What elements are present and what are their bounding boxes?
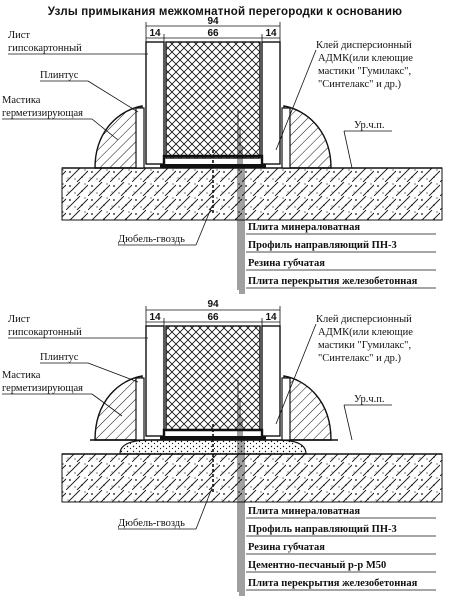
sheet-label: гипсокартонный [8, 43, 82, 54]
legend-item: Профиль направляющий ПН-3 [248, 240, 397, 251]
glue-label: АДМК(или клеющие [318, 53, 413, 64]
dim-right-label: 14 [265, 28, 277, 39]
glue-label: Клей дисперсионный [316, 314, 412, 325]
mastic-left [94, 375, 143, 441]
concrete-slab [61, 167, 443, 221]
plinth-left [135, 107, 145, 169]
leader-line [91, 118, 119, 141]
glue-label: Клей дисперсионный [316, 40, 412, 51]
glue-label: АДМК(или клеющие [318, 327, 413, 338]
sheet-label: гипсокартонный [8, 327, 82, 338]
legend-item: Резина губчатая [248, 542, 325, 553]
mastic-right [283, 105, 332, 169]
dim-left-label: 14 [149, 28, 161, 39]
leader-line [343, 130, 353, 169]
legend-item: Плита минераловатная [248, 222, 360, 233]
dim-middle-label: 66 [207, 312, 219, 323]
page-title: Узлы примыкания межкомнатной перегородки… [47, 6, 403, 18]
plinth-label: Плинтус [40, 352, 79, 363]
mastic-label: Мастика [2, 370, 41, 381]
rubber-gasket [160, 436, 266, 440]
dim-left-label: 14 [149, 312, 161, 323]
mineral-wool [165, 41, 261, 159]
leader-line [343, 404, 353, 441]
plinth-left [135, 377, 145, 441]
floor-level-label: Ур.ч.п. [354, 120, 385, 131]
legend-item: Плита минераловатная [248, 506, 360, 517]
diagram-1: 94 14 66 14 Лист гипсокартонный Плинтус … [2, 16, 443, 294]
mastic-label: герметизирующая [2, 383, 83, 394]
leader-line [87, 362, 139, 383]
floor-level-label: Ур.ч.п. [354, 394, 385, 405]
leader-line [195, 487, 213, 530]
glue-label: мастики "Гумилакс", [318, 340, 411, 351]
plinth-right [281, 107, 291, 169]
glue-label: "Синтелакс" и др.) [318, 79, 402, 90]
mastic-right [283, 375, 332, 441]
leader-line [275, 323, 317, 425]
mastic-label: герметизирующая [2, 108, 83, 119]
dim-middle-label: 66 [207, 28, 219, 39]
gypsum-board-left [145, 325, 165, 437]
sheet-label: Лист [8, 314, 30, 325]
concrete-slab [61, 453, 443, 503]
plinth-right [281, 377, 291, 441]
dowel-label: Дюбель-гвоздь [118, 518, 185, 529]
leader-line [87, 80, 139, 113]
glue-label: "Синтелакс" и др.) [318, 353, 402, 364]
sheet-label: Лист [8, 30, 30, 41]
legend-item: Плита перекрытия железобетонная [248, 276, 418, 287]
legend-item: Цементно-песчаный р-р М50 [248, 560, 386, 571]
mastic-label: Мастика [2, 95, 41, 106]
leader-line [275, 49, 317, 151]
mineral-wool [165, 325, 261, 431]
dowel-label: Дюбель-гвоздь [118, 234, 185, 245]
leader-line [91, 393, 123, 417]
dim-total-label: 94 [207, 16, 219, 27]
legend-item: Профиль направляющий ПН-3 [248, 524, 397, 535]
gypsum-board-right [261, 41, 281, 165]
gypsum-board-right [261, 325, 281, 437]
mastic-left [94, 105, 143, 169]
legend-item: Резина губчатая [248, 258, 325, 269]
dim-right-label: 14 [265, 312, 277, 323]
glue-label: мастики "Гумилакс", [318, 66, 411, 77]
legend-item: Плита перекрытия железобетонная [248, 578, 418, 589]
leader-line [195, 205, 213, 246]
diagram-2: 94 14 66 14 Лист гипсокартонный Плинтус … [2, 299, 443, 596]
gypsum-board-left [145, 41, 165, 165]
dim-total-label: 94 [207, 299, 219, 310]
plinth-label: Плинтус [40, 70, 79, 81]
